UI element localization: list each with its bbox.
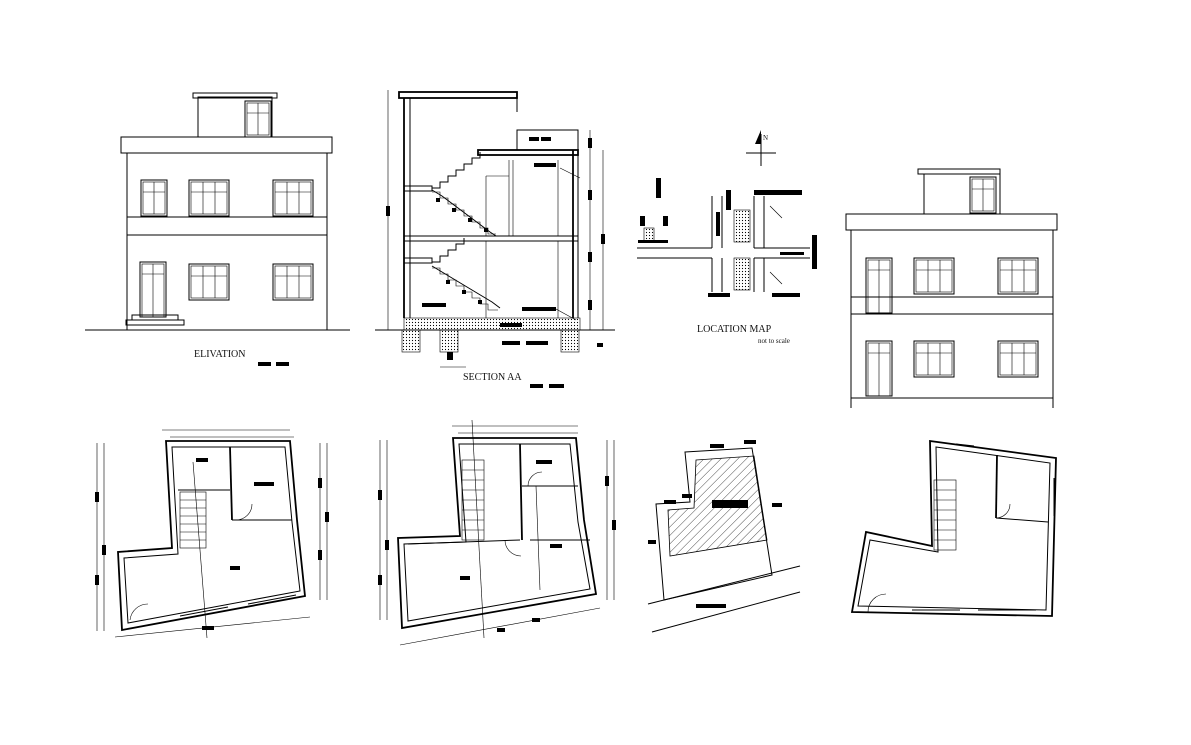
location-map-note: not to scale [758, 337, 790, 345]
ground-floor-plan [95, 429, 329, 639]
section-aa: SECTION AA [375, 90, 615, 388]
location-map-title: LOCATION MAP [697, 324, 772, 335]
side-elevation [845, 168, 1058, 408]
elevation-title: ELIVATION [194, 349, 245, 360]
section-title: SECTION AA [463, 372, 522, 383]
front-elevation: ELIVATION [85, 92, 350, 366]
site-plan [647, 440, 801, 633]
first-floor-plan [378, 419, 616, 646]
roof-plan [850, 439, 1057, 617]
north-label: N [763, 134, 768, 142]
location-map: N LOCATION MAP not to scale [637, 130, 817, 345]
